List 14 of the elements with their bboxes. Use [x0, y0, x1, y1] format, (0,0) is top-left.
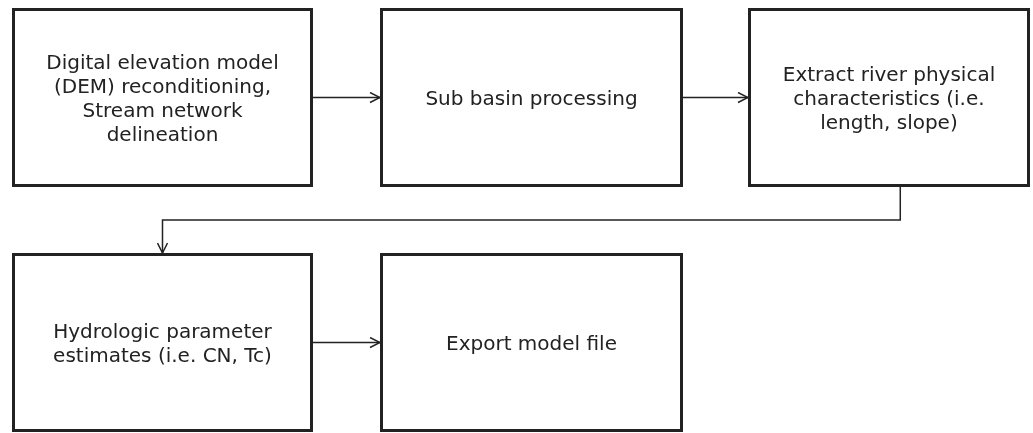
box-label: Hydrologic parameter estimates (i.e. CN, Tc) — [52, 318, 273, 367]
box-label: Digital elevation model (DEM) reconditioning, Stream network delineation — [45, 49, 280, 146]
arrow — [312, 91, 381, 104]
arrow — [312, 336, 381, 349]
box-label: Extract river physical characteristics (i.e. length, slope) — [781, 61, 997, 134]
process-box — [12, 8, 313, 187]
process-box — [748, 8, 1030, 187]
box-label: Export model file — [446, 330, 617, 355]
process-box — [380, 253, 683, 432]
box-label: Sub basin processing — [425, 85, 638, 110]
arrow — [156, 186, 902, 254]
process-box — [380, 8, 683, 187]
process-box — [12, 253, 313, 432]
arrow — [682, 91, 749, 104]
